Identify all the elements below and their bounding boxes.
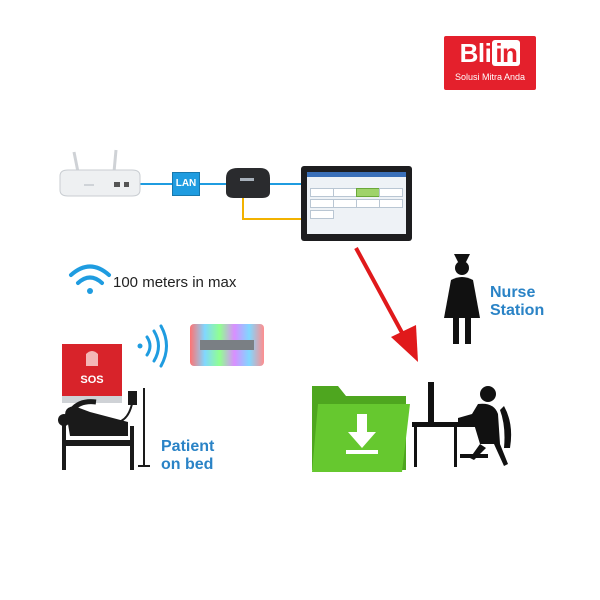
router-icon xyxy=(59,149,141,197)
patient-label-line2: on bed xyxy=(161,456,214,473)
gateway-device-icon xyxy=(226,168,270,198)
nurse-station-label: Nurse Station xyxy=(490,284,544,320)
room-tile xyxy=(379,199,403,208)
nurse-icon xyxy=(444,254,480,344)
wifi-range-label: 100 meters in max xyxy=(113,274,237,291)
iv-stand-icon xyxy=(117,388,150,467)
room-tile xyxy=(310,210,334,219)
patient-label: Patient on bed xyxy=(161,438,214,474)
nurse-station-line2: Station xyxy=(490,302,545,319)
cable-power-yellow xyxy=(242,197,301,220)
room-tile xyxy=(333,199,357,208)
nurse-station-line1: Nurse xyxy=(490,284,536,301)
monitor-screen xyxy=(307,172,406,234)
room-tile xyxy=(310,188,334,197)
sos-label: SOS xyxy=(80,374,104,386)
monitor-screen-header xyxy=(307,172,406,177)
corridor-light-icon xyxy=(190,324,264,366)
patient-bed-icon xyxy=(58,399,134,470)
patient-label-line1: Patient xyxy=(161,438,215,455)
alert-arrow-icon xyxy=(354,247,418,362)
nurse-console-monitor xyxy=(301,166,412,241)
room-tile xyxy=(379,188,403,197)
signal-waves-icon xyxy=(137,324,168,368)
room-tile xyxy=(356,199,380,208)
room-tile xyxy=(333,188,357,197)
room-tile xyxy=(310,199,334,208)
room-tile-alert xyxy=(356,188,380,197)
wifi-icon xyxy=(69,264,111,294)
lan-badge: LAN xyxy=(172,172,200,196)
brand-tagline: Solusi Mitra Anda xyxy=(454,72,526,82)
download-folder-icon xyxy=(312,386,410,472)
nurse-workstation-icon xyxy=(412,382,512,467)
